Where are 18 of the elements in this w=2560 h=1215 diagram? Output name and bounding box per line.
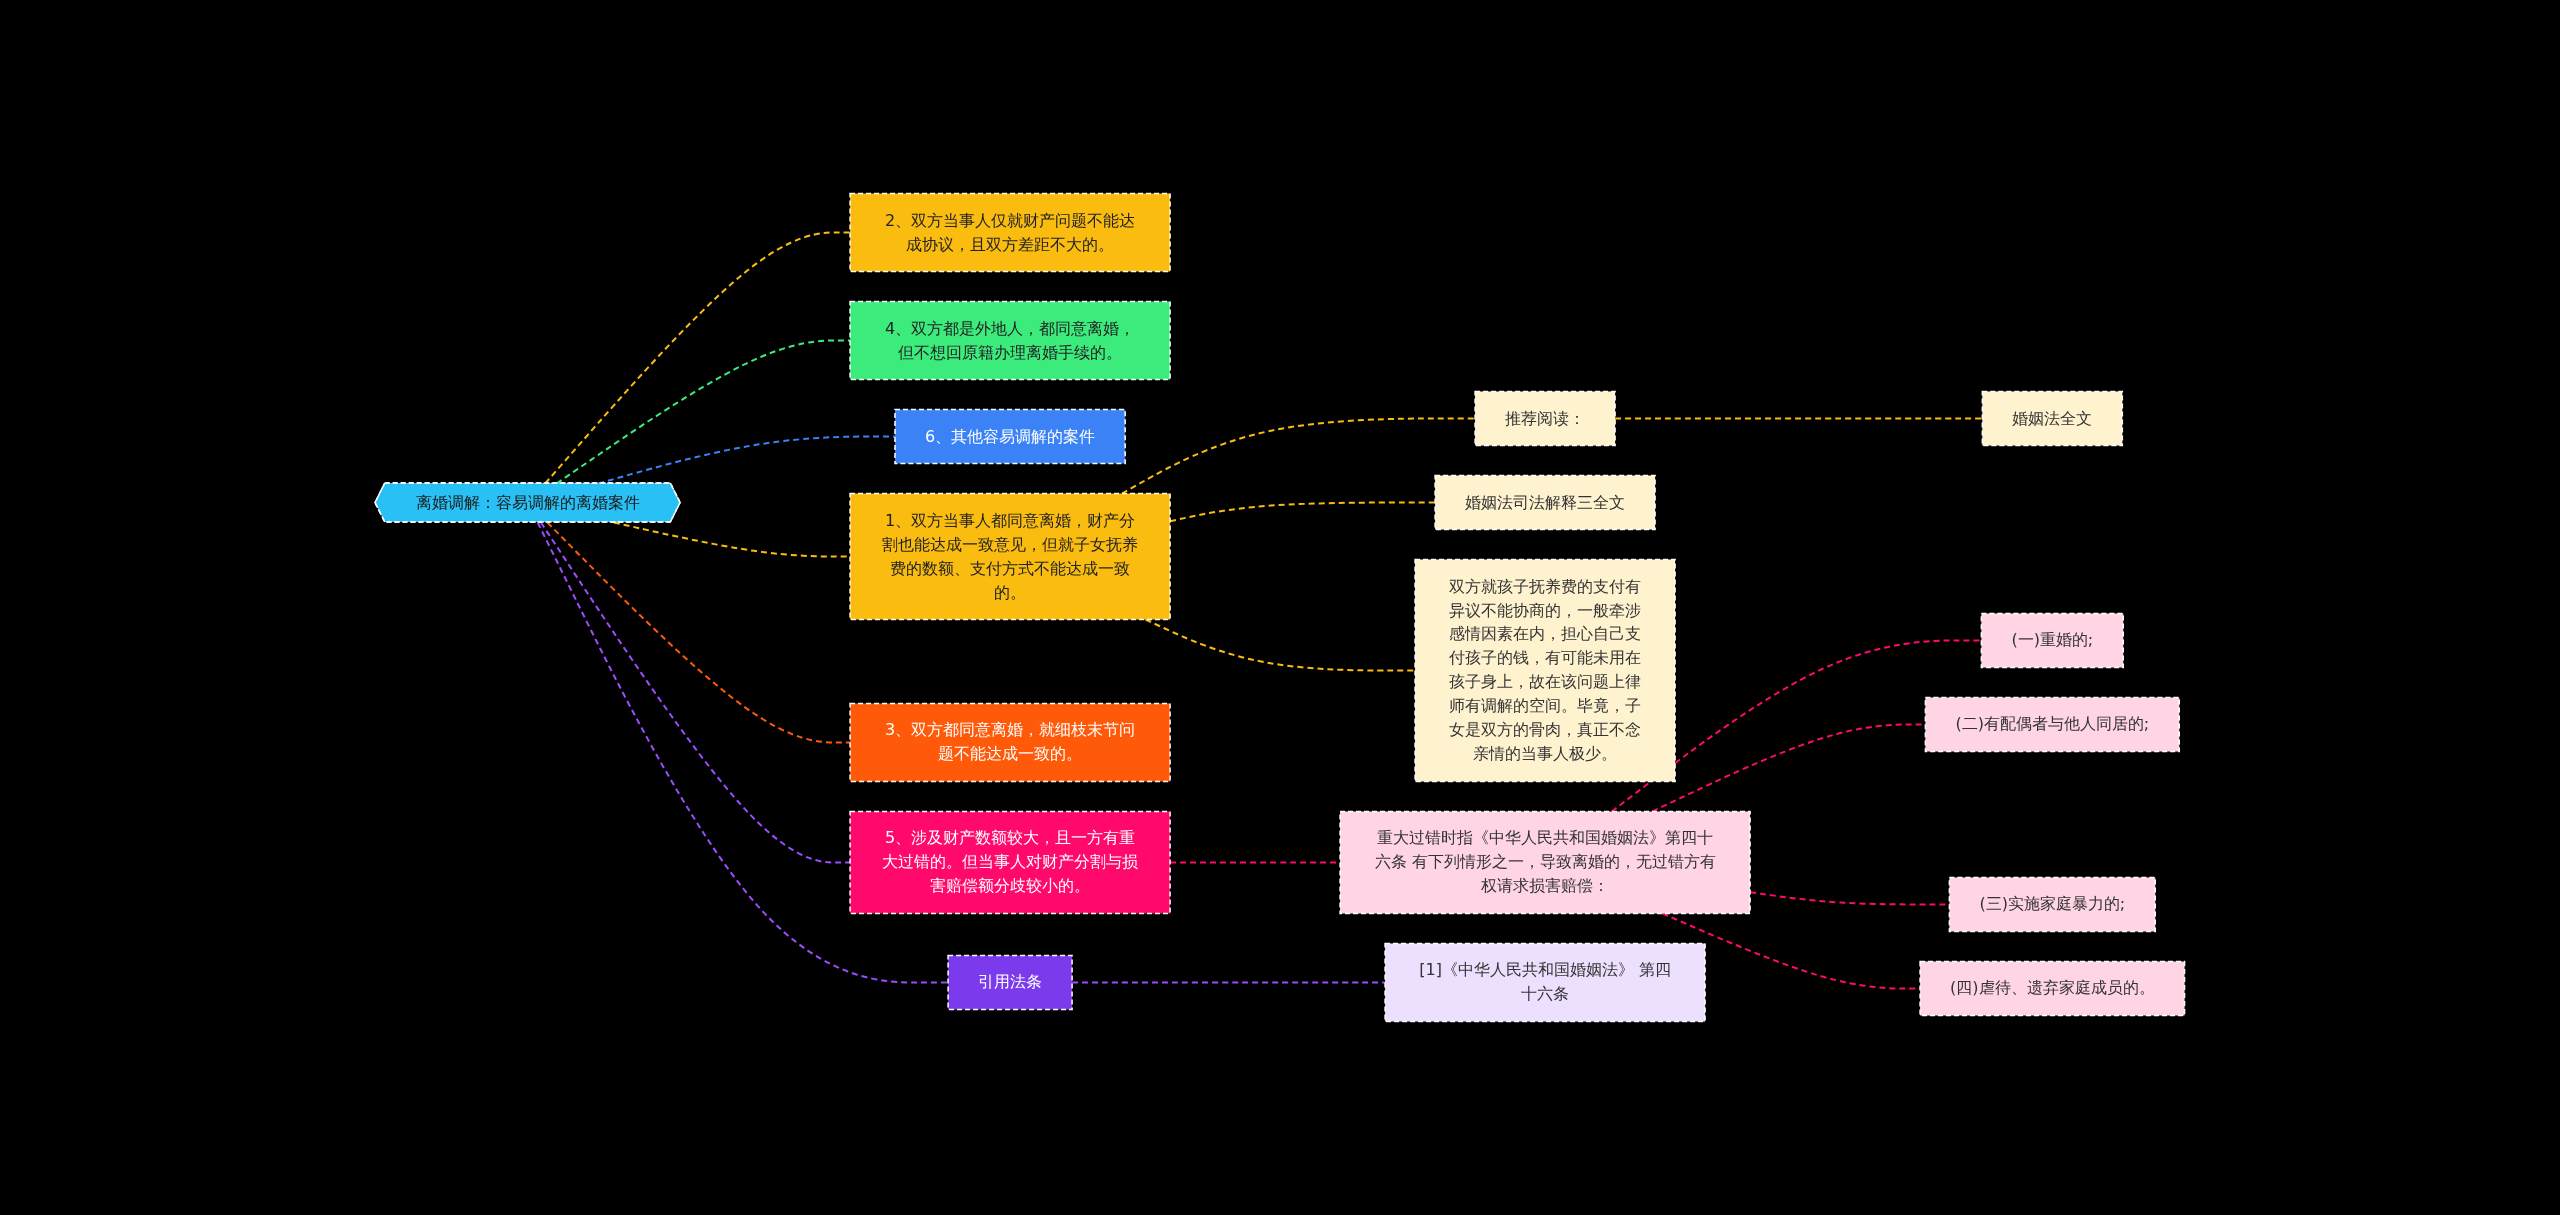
node-box: 3、双方都同意离婚，就细枝末节问题不能达成一致的。 (849, 702, 1172, 783)
node-box: 重大过错时指《中华人民共和国婚姻法》第四十六条 有下列情形之一，导致离婚的，无过错方有权请求损害赔偿： (1339, 810, 1752, 915)
node-box: 6、其他容易调解的案件 (894, 408, 1127, 465)
node-box: 婚姻法司法解释三全文 (1434, 474, 1657, 531)
connector (597, 435, 897, 485)
node-box: 引用法条 (947, 954, 1074, 1011)
node-box: 婚姻法全文 (1981, 390, 2124, 447)
node-box: 2、双方当事人仅就财产问题不能达成协议，且双方差距不大的。 (849, 192, 1172, 273)
node-box: 1、双方当事人都同意离婚，财产分割也能达成一致意见，但就子女抚养费的数额、支付方式不能达成一致的。 (849, 492, 1172, 621)
node-box: (四)虐待、遗弃家庭成员的。 (1919, 960, 2186, 1017)
node-box: 4、双方都是外地人，都同意离婚，但不想回原籍办理离婚手续的。 (849, 300, 1172, 381)
node-box: [1]《中华人民共和国婚姻法》 第四十六条 (1384, 942, 1707, 1023)
node-box: (二)有配偶者与他人同居的; (1924, 696, 2181, 753)
node-box: (一)重婚的; (1980, 612, 2125, 669)
node-box: 双方就孩子抚养费的支付有异议不能协商的，一般牵涉感情因素在内，担心自己支付孩子的钱，有可能未用在孩子身上，故在该问题上律师有调解的空间。毕竟，子女是双方的骨肉，真正不念亲情的当事人极少。 (1414, 558, 1677, 783)
node-box: 推荐阅读： (1474, 390, 1617, 447)
node-box: 5、涉及财产数额较大，且一方有重大过错的。但当事人对财产分割与损害赔偿额分歧较小的。 (849, 810, 1172, 915)
node-box: (三)实施家庭暴力的; (1948, 876, 2157, 933)
